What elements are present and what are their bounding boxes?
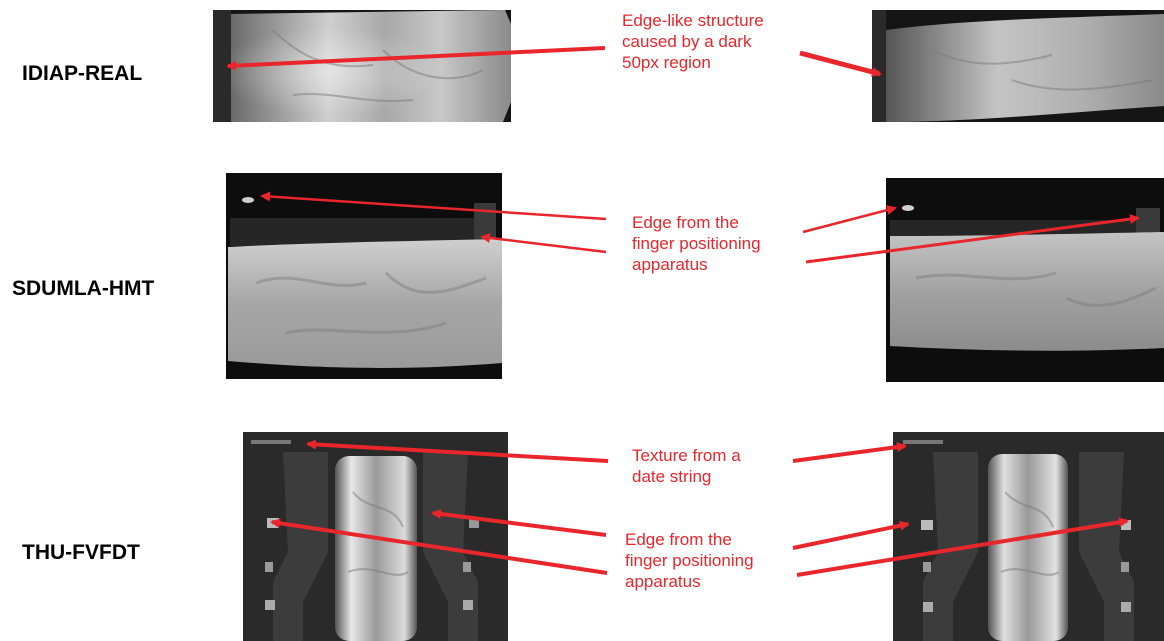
annotation-line: 50px region xyxy=(622,52,764,73)
arrow-sdumla-right-top xyxy=(803,208,895,232)
thu-finger-image-right xyxy=(893,432,1164,641)
idiap-finger-image-left xyxy=(213,10,511,122)
sdumla-finger-image-right xyxy=(886,178,1164,382)
annotation-line: Edge from the xyxy=(632,212,761,233)
dataset-label-idiap: IDIAP-REAL xyxy=(22,62,142,86)
annotation-line: caused by a dark xyxy=(622,31,764,52)
annotation-line: Edge-like structure xyxy=(622,10,764,31)
annotation-line: apparatus xyxy=(625,571,754,592)
arrow-thu-date-right xyxy=(793,446,905,461)
dataset-label-sdumla: SDUMLA-HMT xyxy=(12,277,154,301)
annotation-sdumla-apparatus: Edge from the finger positioning apparat… xyxy=(632,212,761,275)
annotation-idiap-dark-region: Edge-like structure caused by a dark 50p… xyxy=(622,10,764,73)
thu-finger-image-left xyxy=(243,432,508,641)
idiap-finger-image-right xyxy=(872,10,1164,122)
annotation-line: Texture from a xyxy=(632,445,741,466)
sdumla-finger-image-left xyxy=(226,173,502,379)
annotation-thu-date-string: Texture from a date string xyxy=(632,445,741,487)
annotation-line: apparatus xyxy=(632,254,761,275)
annotation-line: Edge from the xyxy=(625,529,754,550)
arrow-thu-right-short xyxy=(793,524,908,548)
annotation-line: date string xyxy=(632,466,741,487)
annotation-line: finger positioning xyxy=(632,233,761,254)
annotation-thu-apparatus: Edge from the finger positioning apparat… xyxy=(625,529,754,592)
dataset-label-thu: THU-FVFDT xyxy=(22,541,140,565)
arrow-idiap-right xyxy=(800,53,880,74)
annotation-line: finger positioning xyxy=(625,550,754,571)
